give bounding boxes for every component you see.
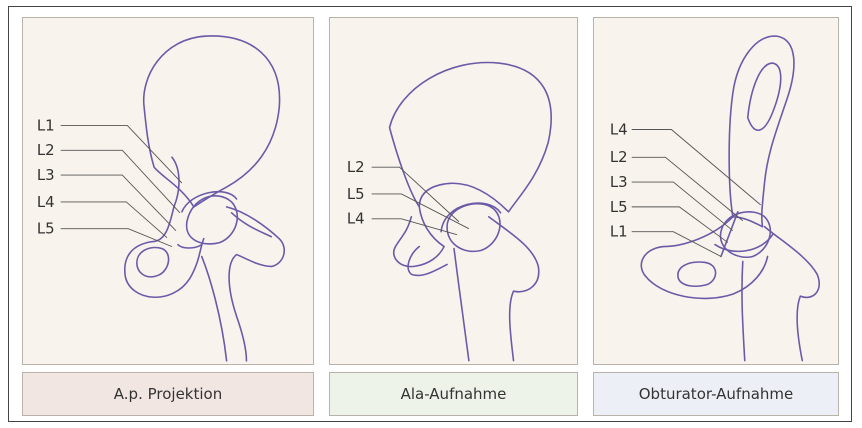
femoral-head-outline (187, 196, 238, 244)
iliac-wing-outline (729, 36, 794, 227)
inner-wing-outline (748, 63, 781, 130)
iliac-wing-outline (390, 62, 552, 211)
label-l5: L5 (37, 220, 55, 238)
femur-outline (202, 207, 284, 361)
panel-ala-aufnahme: L2 L5 L4 (329, 17, 578, 365)
caption-obturator-aufnahme: Obturator-Aufnahme (593, 372, 839, 416)
pelvis-ala-drawing: L2 L5 L4 (330, 18, 577, 364)
label-l4: L4 (347, 210, 365, 228)
label-l1: L1 (610, 223, 628, 241)
panel-obturator-aufnahme: L4 L2 L3 L5 L1 (593, 17, 839, 365)
iliac-wing-outline (144, 36, 280, 207)
label-l4: L4 (610, 120, 628, 138)
label-l2: L2 (610, 148, 628, 166)
obturator-foramen-outline (678, 262, 716, 286)
label-l2: L2 (347, 158, 365, 176)
leader-lines (61, 125, 182, 246)
panel-ap-projektion: L1 L2 L3 L4 L5 (22, 17, 314, 365)
label-l3: L3 (610, 173, 628, 191)
pubis-outline (394, 207, 447, 276)
label-l5: L5 (347, 185, 365, 203)
pubis-obturator-outline (125, 157, 204, 297)
pelvis-ap-drawing: L1 L2 L3 L4 L5 (23, 18, 313, 364)
caption-ap-projektion: A.p. Projektion (22, 372, 314, 416)
label-l2: L2 (37, 141, 55, 159)
leader-lines (632, 130, 761, 257)
caption-ala-aufnahme: Ala-Aufnahme (329, 372, 578, 416)
obturator-foramen-outline (137, 248, 169, 277)
label-l1: L1 (37, 116, 55, 134)
label-l4: L4 (37, 193, 55, 211)
femur-outline (742, 227, 819, 361)
label-l5: L5 (610, 198, 628, 216)
femoral-head-outline (447, 204, 500, 252)
label-l3: L3 (37, 166, 55, 184)
pelvis-obturator-drawing: L4 L2 L3 L5 L1 (594, 18, 838, 364)
